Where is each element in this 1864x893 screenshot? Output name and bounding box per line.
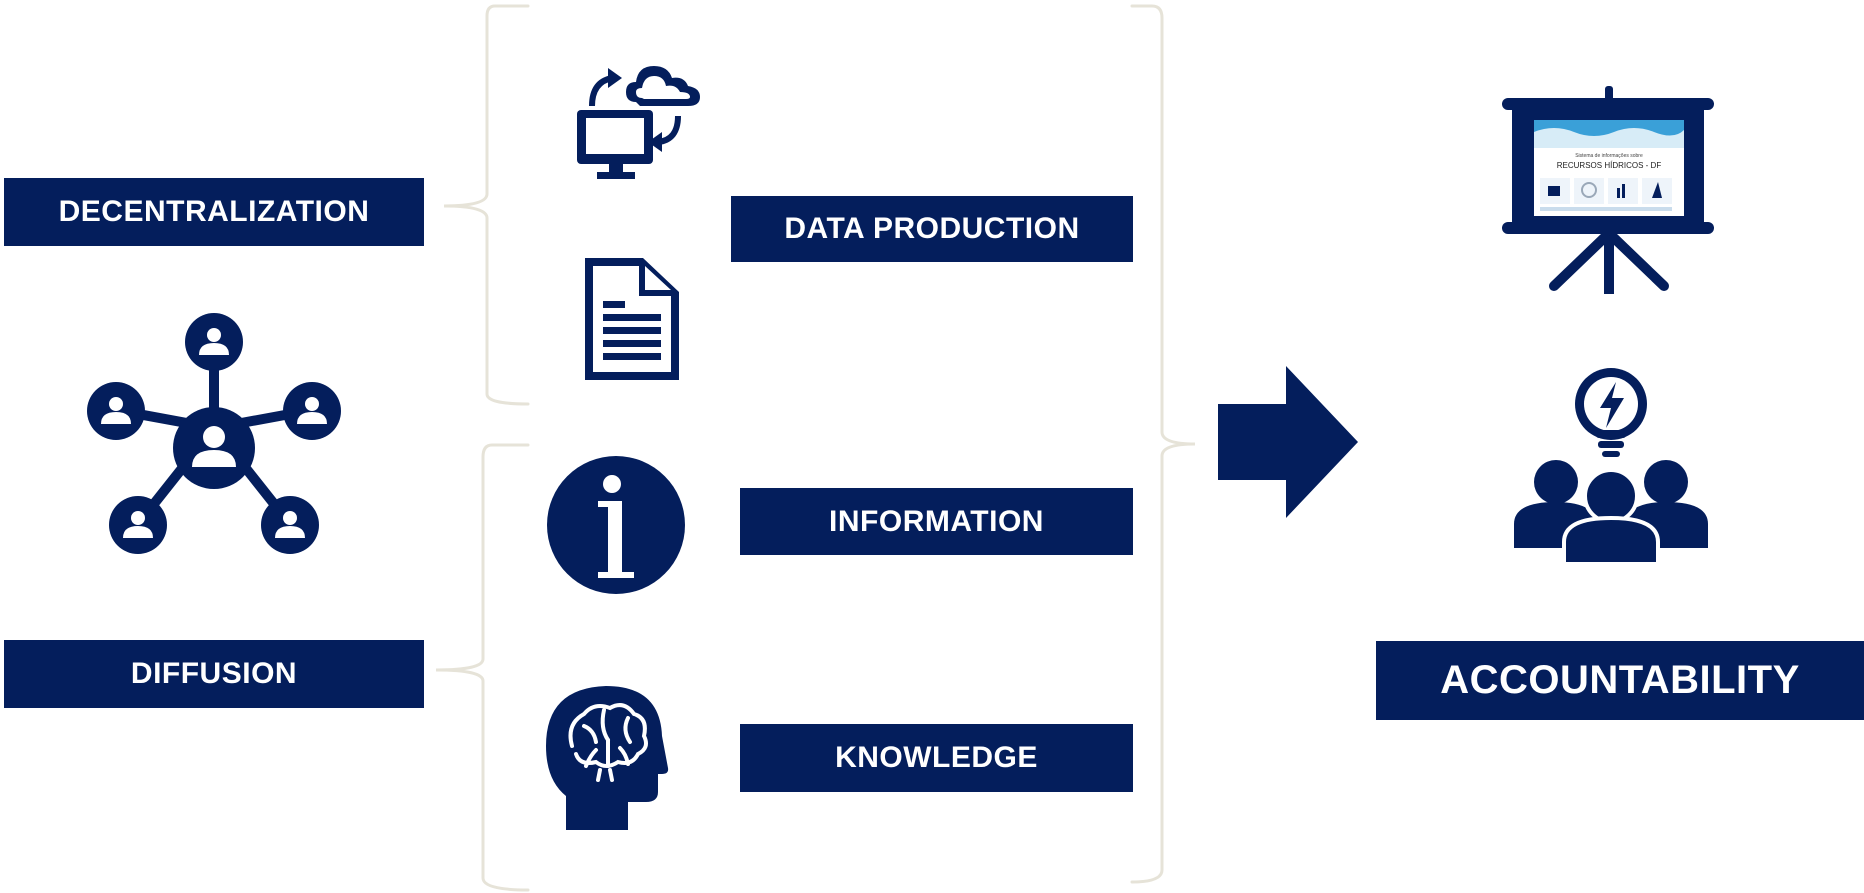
- brain-head-icon: [544, 684, 674, 832]
- network-people-icon: [86, 312, 346, 560]
- knowledge-label: KNOWLEDGE: [740, 724, 1133, 792]
- bracket-right: [1130, 4, 1196, 884]
- information-label: INFORMATION: [740, 488, 1133, 555]
- presentation-board-icon: Sistema de informações sobre RECURSOS HÍ…: [1502, 86, 1714, 296]
- arrow-right-icon: [1218, 366, 1358, 518]
- decentralization-label: DECENTRALIZATION: [4, 178, 424, 246]
- bracket-bottom-left: [435, 443, 530, 892]
- accountability-label: ACCOUNTABILITY: [1376, 641, 1864, 720]
- info-icon: [546, 455, 686, 595]
- computer-cloud-sync-icon: [570, 50, 710, 182]
- screen-caption: Sistema de informações sobre: [1575, 153, 1643, 159]
- bracket-top-left: [443, 4, 530, 406]
- data-production-label: DATA PRODUCTION: [731, 196, 1133, 262]
- screen-title: RECURSOS HÍDRICOS - DF: [1557, 161, 1662, 170]
- document-icon: [583, 256, 681, 382]
- team-idea-icon: [1512, 366, 1710, 566]
- diffusion-label: DIFFUSION: [4, 640, 424, 708]
